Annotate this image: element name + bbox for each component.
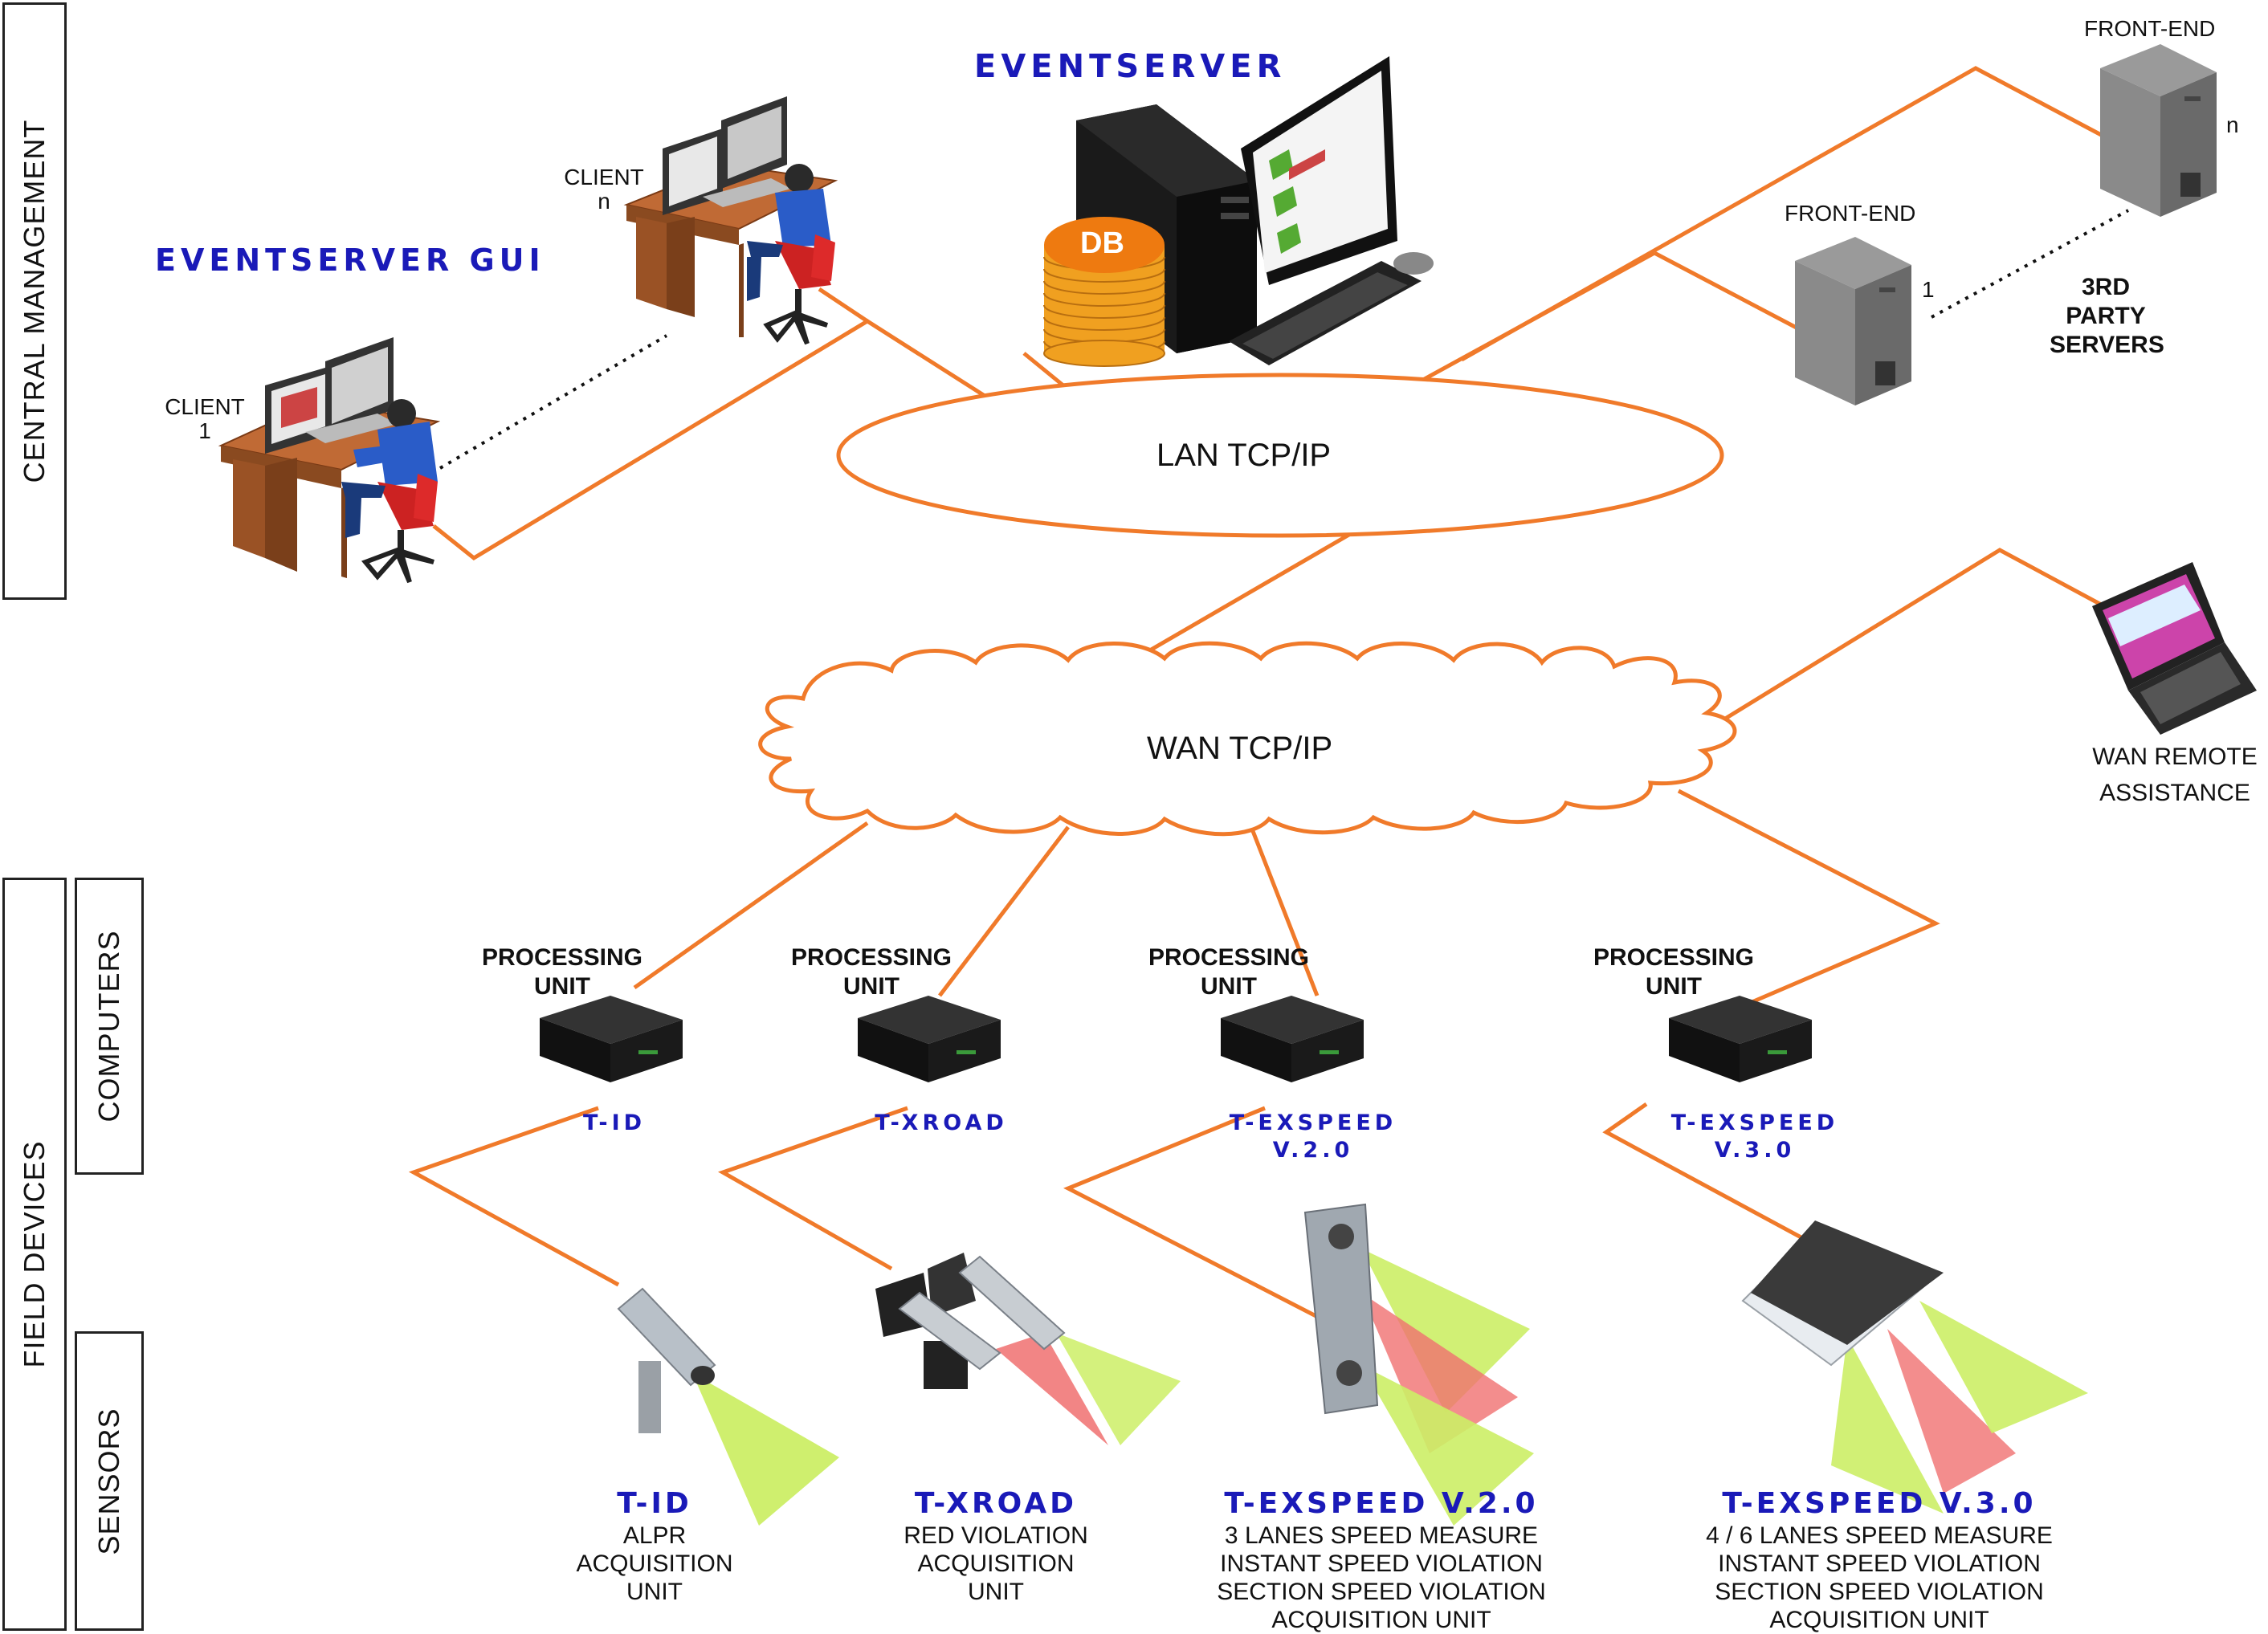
link-wan-pu3 <box>1250 830 1320 996</box>
computers-label: COMPUTERS <box>92 930 125 1123</box>
sensor-t-xroad <box>875 1253 1181 1445</box>
sensor-4-desc: 4 / 6 LANES SPEED MEASURE INSTANT SPEED … <box>1706 1522 2053 1633</box>
client-1-text: CLIENT <box>165 394 245 419</box>
db-label: DB <box>1080 226 1124 260</box>
laptop-remote <box>2092 562 2257 735</box>
link-pu2-sensor <box>717 1106 908 1271</box>
frontend-n-label: FRONT-END <box>2084 16 2216 41</box>
link-clientn-lan <box>818 287 869 324</box>
pu-4-label: PROCESSING UNIT <box>1593 944 1755 1000</box>
lan-label: LAN TCP/IP <box>1156 438 1332 473</box>
network-links <box>408 66 2106 1327</box>
link-client1-lan <box>432 319 1001 561</box>
sensor-t-id <box>617 1287 839 1526</box>
computers-box: COMPUTERS <box>75 878 144 1175</box>
processing-unit-box-1 <box>540 996 683 1082</box>
link-wan-pu1 <box>633 821 869 990</box>
frontend-n-tower <box>2100 44 2217 217</box>
db-cylinder <box>1043 217 1165 367</box>
link-pu1-sensor <box>408 1106 620 1287</box>
third-party-servers-label: 3RD PARTY SERVERS <box>2050 274 2164 358</box>
sensor-3-desc: 3 LANES SPEED MEASURE INSTANT SPEED VIOL… <box>1217 1522 1546 1633</box>
central-management-label: CENTRAL MANAGEMENT <box>18 119 51 483</box>
central-management-box: CENTRAL MANAGEMENT <box>2 2 67 600</box>
client-n-workstation <box>623 96 838 345</box>
processing-unit-box-3 <box>1221 996 1364 1082</box>
link-wan-pu2 <box>938 825 1070 997</box>
dotted-clients-line <box>439 334 668 470</box>
sensor-t-exspeed-v2 <box>1303 1203 1534 1526</box>
client-n-label: CLIENT n <box>560 165 648 214</box>
link-wan-remote <box>1717 548 2106 725</box>
pu-3-name: T-EXSPEED V.2.0 <box>1229 1110 1397 1163</box>
client-1-label: CLIENT 1 <box>161 395 249 443</box>
field-devices-box: FIELD DEVICES <box>2 878 67 1631</box>
field-devices-label: FIELD DEVICES <box>18 1140 51 1368</box>
client-n-index: n <box>598 189 610 214</box>
lan-cloud <box>836 373 1724 538</box>
wan-cloud <box>758 641 1737 837</box>
sensor-4-title: T-EXSPEED V.3.0 <box>1722 1487 2037 1520</box>
sensor-t-exspeed-v3 <box>1741 1220 2088 1514</box>
link-server-lan <box>1022 352 1070 391</box>
processing-unit-box-4 <box>1669 996 1812 1082</box>
processing-unit-box-2 <box>858 996 1001 1082</box>
pu-3-label: PROCESSING UNIT <box>1148 944 1310 1000</box>
frontend-1-label: FRONT-END <box>1785 201 1916 226</box>
client-1-workstation <box>218 337 441 584</box>
sensor-2-title: T-XROAD <box>914 1487 1078 1520</box>
eventserver-title: EVENTSERVER <box>974 48 1287 85</box>
sensor-1-desc: ALPR ACQUISITION UNIT <box>576 1522 733 1605</box>
sensors-label: SENSORS <box>92 1407 125 1555</box>
link-pu4-sensor <box>1602 1102 1809 1243</box>
frontend-1-tower <box>1795 237 1911 405</box>
pu-2-name: T-XROAD <box>875 1110 1008 1135</box>
client-n-text: CLIENT <box>564 165 644 189</box>
link-wan-pu4 <box>1677 788 1940 1022</box>
link-pu3-sensor <box>1063 1106 1335 1327</box>
sensor-3-title: T-EXSPEED V.2.0 <box>1224 1487 1539 1520</box>
pu-1-label: PROCESSING UNIT <box>481 944 643 1000</box>
frontend-n-index: n <box>2226 112 2239 137</box>
sensor-1-title: T-ID <box>617 1487 692 1520</box>
frontend-1-index: 1 <box>1922 277 1935 302</box>
pu-4-name: T-EXSPEED V.3.0 <box>1670 1110 1839 1163</box>
pu-2-label: PROCESSING UNIT <box>790 944 952 1000</box>
pu-1-name: T-ID <box>582 1110 647 1135</box>
link-frontend-n <box>1460 66 2106 362</box>
wan-remote-label: WAN REMOTE ASSISTANCE <box>2092 744 2258 806</box>
processing-unit-boxes <box>540 996 1812 1082</box>
wan-label: WAN TCP/IP <box>1147 731 1333 766</box>
link-frontend-1 <box>1653 251 1809 336</box>
sensor-2-desc: RED VIOLATION ACQUISITION UNIT <box>904 1522 1088 1605</box>
client-1-index: 1 <box>198 418 211 443</box>
sensors-box: SENSORS <box>75 1331 144 1631</box>
eventserver-gui-title: EVENTSERVER GUI <box>155 242 545 278</box>
eventserver-machine <box>1076 56 1434 365</box>
